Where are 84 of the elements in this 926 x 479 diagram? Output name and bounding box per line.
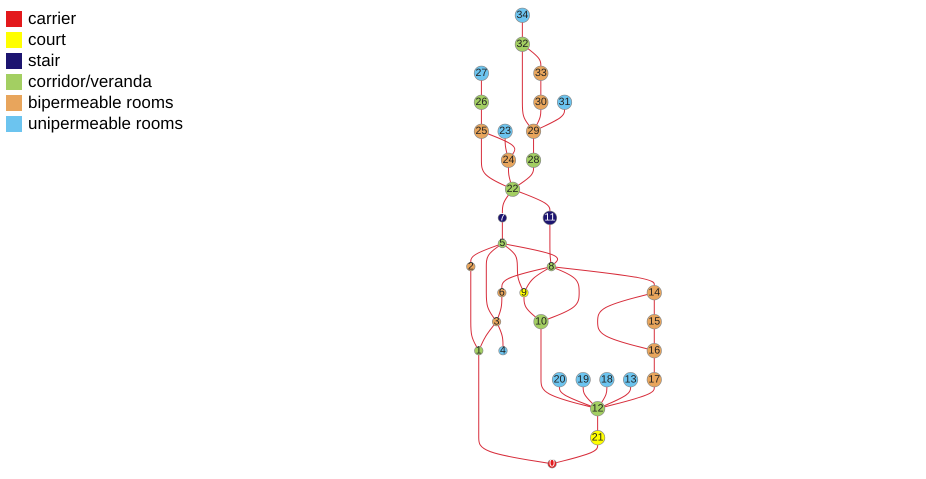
node-circle: 11 (542, 210, 558, 226)
node-circle: 0 (548, 459, 557, 468)
node-circle: 32 (514, 36, 530, 52)
legend-label: unipermeable rooms (28, 114, 183, 134)
connector (502, 194, 509, 214)
connector (597, 415, 598, 431)
node-circle: 15 (646, 314, 662, 330)
node-circle: 13 (623, 372, 638, 388)
connector (654, 328, 655, 344)
node-circle: 27 (474, 66, 489, 81)
node-circle: 23 (498, 124, 513, 139)
node-circle: 18 (599, 372, 614, 388)
connector (556, 444, 598, 464)
node-circle: 26 (474, 94, 489, 110)
node-circle: 6 (497, 288, 506, 298)
node-circle: 8 (546, 262, 556, 272)
connector (480, 80, 482, 96)
connector (480, 324, 494, 348)
node-circle: 4 (498, 346, 508, 356)
node-circle: 17 (646, 372, 662, 388)
connector (540, 108, 566, 129)
node-circle: 2 (466, 262, 476, 272)
connector (480, 108, 482, 125)
connector (528, 48, 542, 67)
node-circle: 7 (498, 213, 507, 222)
connector (498, 296, 502, 318)
node-circle: 3 (492, 317, 502, 326)
legend-label: stair (28, 51, 60, 71)
connector (488, 133, 516, 155)
connector (508, 166, 512, 183)
connector (654, 299, 655, 315)
connector (470, 244, 499, 263)
connector (498, 325, 504, 347)
node-circle: 28 (526, 152, 542, 168)
connector (654, 357, 655, 373)
connector (470, 270, 478, 348)
node-circle: 24 (500, 152, 516, 168)
connector (547, 268, 580, 320)
legend-label: court (28, 30, 66, 50)
connector (536, 108, 542, 126)
node-circle: 9 (519, 288, 529, 298)
connector (601, 386, 608, 404)
connector (505, 246, 523, 290)
legend-label: corridor/veranda (28, 72, 152, 92)
connector (518, 191, 550, 212)
connector (558, 386, 592, 407)
connector (582, 386, 594, 404)
connector (501, 267, 548, 289)
connector (480, 138, 506, 187)
legend-label: carrier (28, 9, 76, 29)
node-circle: 14 (646, 285, 662, 300)
node-circle: 19 (576, 372, 591, 388)
connector (502, 222, 503, 240)
connector (540, 80, 542, 96)
node-circle: 10 (533, 314, 549, 330)
node-circle: 31 (557, 94, 572, 110)
connector (522, 50, 530, 126)
node-circle: 25 (474, 124, 489, 139)
connector (524, 296, 536, 318)
node-circle: 16 (646, 343, 662, 358)
connector (604, 386, 632, 406)
node-circle: 20 (552, 372, 567, 388)
node-circle: 12 (590, 401, 606, 416)
node-circle: 30 (533, 94, 548, 110)
node-circle: 21 (590, 430, 606, 446)
connector (478, 354, 548, 464)
connector (555, 266, 655, 286)
connector (533, 138, 534, 154)
connector (518, 166, 534, 186)
node-circle: 29 (526, 124, 542, 139)
node-circle: 1 (474, 346, 484, 356)
connector (526, 268, 548, 290)
connector (522, 22, 523, 38)
legend-label: bipermeable rooms (28, 93, 174, 113)
node-circle: 5 (498, 238, 507, 248)
connector (506, 244, 558, 264)
connector (504, 138, 508, 154)
connector (604, 386, 655, 408)
connector (549, 224, 552, 263)
node-circle: 34 (514, 8, 530, 23)
connector (597, 294, 648, 350)
node-circle: 33 (533, 66, 548, 81)
node-circle: 22 (505, 182, 520, 197)
connector (486, 246, 500, 319)
